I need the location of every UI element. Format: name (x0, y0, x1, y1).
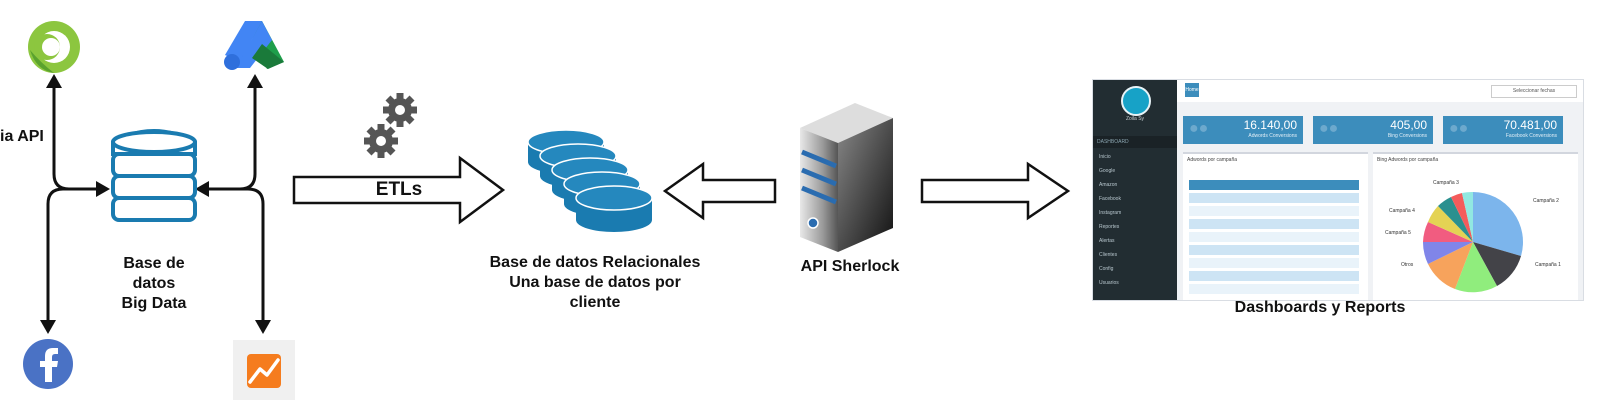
dashboard-menu-item[interactable]: Config (1099, 266, 1114, 272)
dashboard-menu-item[interactable]: Clientes (1099, 252, 1118, 258)
arrow-up-right (247, 74, 263, 88)
api-to-dash-arrow (920, 161, 1071, 221)
arrow-up-left (46, 74, 62, 88)
dashboard-sidebar: Zoila Sy DASHBOARD Inicio Google Amazon … (1093, 80, 1177, 300)
arrow-into-db-left (96, 181, 110, 197)
table-panel: Adwords por campaña (1183, 152, 1368, 300)
relational-label-line-1: Base de datos Relacionales (489, 254, 701, 271)
dashboard-user-name: Zoila Sy (1125, 116, 1145, 122)
avatar (1121, 86, 1151, 116)
pie-slice (1473, 242, 1521, 286)
dashboard-menu-item[interactable]: Alertas (1099, 238, 1115, 244)
left-connectors (46, 86, 265, 322)
kpi-caption: Adwords Conversions (1248, 133, 1297, 139)
dashboard-topbar: Home Seleccionar fechas (1177, 80, 1583, 102)
pie-label: Campaña 4 (1389, 208, 1415, 214)
kpi-card-facebook: ●● 70.481,00 Facebook Conversions (1443, 116, 1563, 144)
data-table (1189, 180, 1359, 297)
users-icon: ●● (1189, 120, 1209, 137)
kpi-value: 405,00 (1390, 118, 1427, 132)
table-row[interactable] (1189, 193, 1359, 203)
pie-label: Campaña 3 (1433, 180, 1459, 186)
pie-label: Campaña 5 (1385, 230, 1411, 236)
table-row[interactable] (1189, 219, 1359, 229)
panel-title: Adwords por campaña (1187, 157, 1238, 163)
dashboard-menu-item[interactable]: Instagram (1099, 210, 1122, 216)
etl-arrow (292, 155, 506, 225)
pie-slice (1422, 242, 1473, 264)
date-picker-button[interactable]: Seleccionar fechas (1491, 85, 1577, 98)
analytics-icon (233, 340, 295, 400)
kpi-card-adwords: ●● 16.140,00 Adwords Conversions (1183, 116, 1303, 144)
users-icon: ●● (1319, 120, 1339, 137)
pie-label: Campaña 1 (1535, 262, 1561, 268)
arrow-down-right (255, 320, 271, 334)
etl-label: ETLs (375, 179, 423, 200)
kpi-card-bing: ●● 405,00 Bing Conversions (1313, 116, 1433, 144)
api-label: ia API (0, 128, 44, 145)
pie-label: Campaña 2 (1533, 198, 1559, 204)
dashboard-section-header: DASHBOARD (1093, 136, 1177, 148)
pie-label: Otros (1401, 262, 1414, 268)
pie-slice (1451, 193, 1473, 242)
pie-slice (1462, 191, 1473, 242)
bigdata-label-line-3: Big Data (121, 295, 187, 312)
relational-label-line-3: cliente (569, 294, 621, 311)
arrow-down-left (40, 320, 56, 334)
dashboard-menu-item[interactable]: Facebook (1099, 196, 1121, 202)
pie-slice (1473, 192, 1523, 256)
server-icon (800, 103, 893, 252)
ring-logo-icon (28, 21, 80, 73)
pie-slice (1438, 197, 1473, 242)
database-stack-icon (111, 129, 197, 222)
facebook-icon (23, 339, 73, 389)
pie-slice (1455, 242, 1497, 293)
pie-chart: Campaña 2 Campaña 1 Campaña 3 Campaña 4 … (1385, 180, 1561, 293)
dashboard-menu-item[interactable]: Inicio (1099, 154, 1111, 160)
arrow-into-db-right (195, 181, 209, 197)
dashboards-label: Dashboards y Reports (1234, 299, 1406, 316)
table-row[interactable] (1189, 258, 1359, 268)
panel-title: Bing Adwords por campaña (1377, 157, 1439, 163)
kpi-value: 70.481,00 (1503, 118, 1557, 132)
kpi-caption: Facebook Conversions (1505, 133, 1557, 139)
dashboard-screenshot: Zoila Sy DASHBOARD Inicio Google Amazon … (1092, 79, 1584, 301)
bigdata-label-line-2: datos (132, 275, 176, 292)
dashboard-menu-item[interactable]: Google (1099, 168, 1116, 174)
bigdata-label-line-1: Base de (123, 255, 185, 272)
table-row[interactable] (1189, 271, 1359, 281)
kpi-value: 16.140,00 (1243, 118, 1297, 132)
relational-label-line-2: Una base de datos por (509, 274, 681, 291)
pie-slice (1428, 242, 1473, 289)
google-ads-icon (224, 21, 284, 70)
dashboard-menu-item[interactable]: Reportes (1099, 224, 1120, 230)
home-button[interactable]: Home (1185, 83, 1199, 97)
relational-label: Base de datos Relacionales Una base de d… (455, 253, 735, 313)
table-row[interactable] (1189, 232, 1359, 242)
gears-icon (364, 93, 417, 158)
multiple-databases-icon (527, 129, 653, 232)
dashboard-menu-item[interactable]: Amazon (1099, 182, 1118, 188)
pie-panel: Bing Adwords por campaña Campaña 2 Campa… (1373, 152, 1578, 300)
api-sherlock-label: API Sherlock (800, 258, 900, 275)
pie-slice (1428, 206, 1473, 242)
table-row[interactable] (1189, 245, 1359, 255)
pie-slice (1423, 222, 1473, 242)
table-row[interactable] (1189, 206, 1359, 216)
kpi-caption: Bing Conversions (1387, 133, 1427, 139)
users-icon: ●● (1449, 120, 1469, 137)
api-to-db-arrow (662, 161, 777, 221)
dashboard-menu-item[interactable]: Usuarios (1099, 280, 1119, 286)
bigdata-label: Base de datos Big Data (104, 254, 204, 314)
table-header-row (1189, 180, 1359, 190)
table-row[interactable] (1189, 284, 1359, 294)
